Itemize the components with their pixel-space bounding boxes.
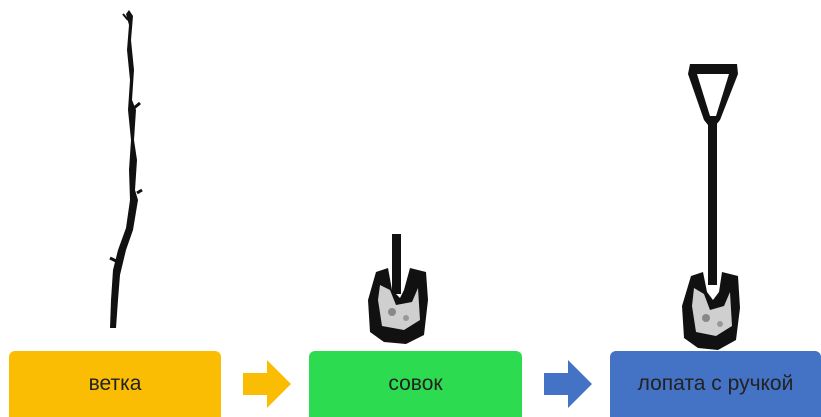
stage-label-branch: ветка — [9, 351, 221, 417]
stage-label-text: ветка — [89, 372, 142, 396]
long-shovel-icon — [682, 64, 740, 350]
stage-label-text: совок — [388, 372, 442, 396]
right-arrow-icon — [243, 358, 293, 410]
stage-label-text: лопата с ручкой — [638, 372, 794, 396]
stage-label-scoop: совок — [309, 351, 522, 417]
small-shovel-icon — [368, 234, 428, 344]
right-arrow-icon — [544, 358, 594, 410]
branch-icon — [110, 10, 142, 328]
stage-label-shovel: лопата с ручкой — [610, 351, 821, 417]
